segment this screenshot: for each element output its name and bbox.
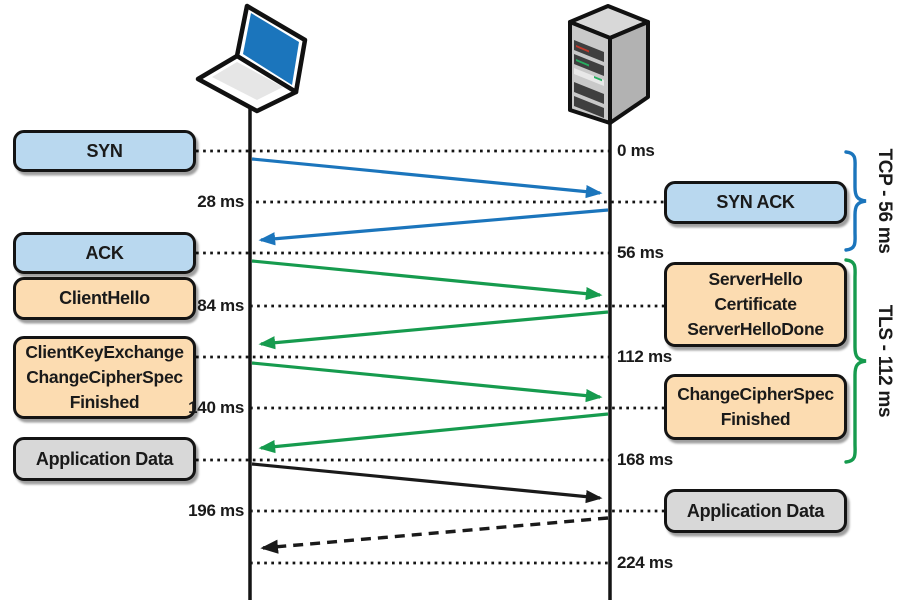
time-label-84ms: 84 ms bbox=[197, 296, 244, 315]
box-label: ClientHello bbox=[59, 288, 150, 308]
time-label-224ms: 224 ms bbox=[617, 553, 673, 572]
laptop-icon bbox=[195, 3, 308, 114]
tls-brace-label: TLS - 112 ms bbox=[874, 305, 895, 418]
box-label: SYN ACK bbox=[716, 192, 795, 212]
client-key-exchange-box: ClientKeyExchange ChangeCipherSpec Finis… bbox=[13, 336, 196, 419]
box-label: ServerHelloDone bbox=[687, 319, 824, 339]
application-data-request-arrow bbox=[251, 462, 603, 504]
box-label: Finished bbox=[69, 392, 140, 412]
box-label: Application Data bbox=[35, 448, 174, 469]
time-label-56ms: 56 ms bbox=[617, 243, 664, 262]
tcp-brace-label: TCP - 56 ms bbox=[874, 148, 895, 253]
server-icon bbox=[568, 4, 650, 125]
server-application-data-box: Application Data bbox=[664, 489, 847, 533]
tcp-brace bbox=[844, 150, 867, 252]
syn-arrow bbox=[251, 157, 603, 199]
server-drive-bays bbox=[574, 40, 604, 118]
application-data-response-arrow bbox=[260, 516, 609, 554]
time-label-140ms: 140 ms bbox=[188, 398, 244, 417]
tls-brace bbox=[844, 258, 867, 464]
box-label: Certificate bbox=[714, 294, 797, 314]
box-label: ChangeCipherSpec bbox=[26, 367, 183, 387]
client-hello-arrow bbox=[251, 259, 603, 301]
syn-box: SYN bbox=[13, 130, 196, 172]
box-label: ChangeCipherSpec bbox=[677, 384, 834, 404]
server-hello-arrow bbox=[258, 310, 609, 350]
box-label: Finished bbox=[720, 409, 791, 429]
box-label: ServerHello bbox=[708, 269, 803, 289]
client-key-exchange-arrow bbox=[251, 361, 603, 403]
client-application-data-box: Application Data bbox=[13, 437, 196, 481]
time-label-28ms: 28 ms bbox=[197, 192, 244, 211]
time-label-112ms: 112 ms bbox=[617, 347, 672, 366]
time-label-0ms: 0 ms bbox=[617, 141, 655, 160]
change-cipher-spec-arrow bbox=[258, 412, 609, 454]
dotted-timelines bbox=[196, 149, 664, 565]
box-label: SYN bbox=[86, 140, 123, 161]
syn-ack-arrow bbox=[258, 208, 609, 246]
box-label: ClientKeyExchange bbox=[25, 342, 184, 362]
change-cipher-spec-box: ChangeCipherSpec Finished bbox=[664, 374, 847, 440]
client-hello-box: ClientHello bbox=[13, 277, 196, 320]
ack-box: ACK bbox=[13, 232, 196, 274]
server-hello-box: ServerHello Certificate ServerHelloDone bbox=[664, 262, 847, 347]
time-label-168ms: 168 ms bbox=[617, 450, 673, 469]
time-label-196ms: 196 ms bbox=[188, 501, 244, 520]
box-label: Application Data bbox=[686, 500, 825, 521]
syn-ack-box: SYN ACK bbox=[664, 181, 847, 224]
box-label: ACK bbox=[85, 242, 124, 263]
